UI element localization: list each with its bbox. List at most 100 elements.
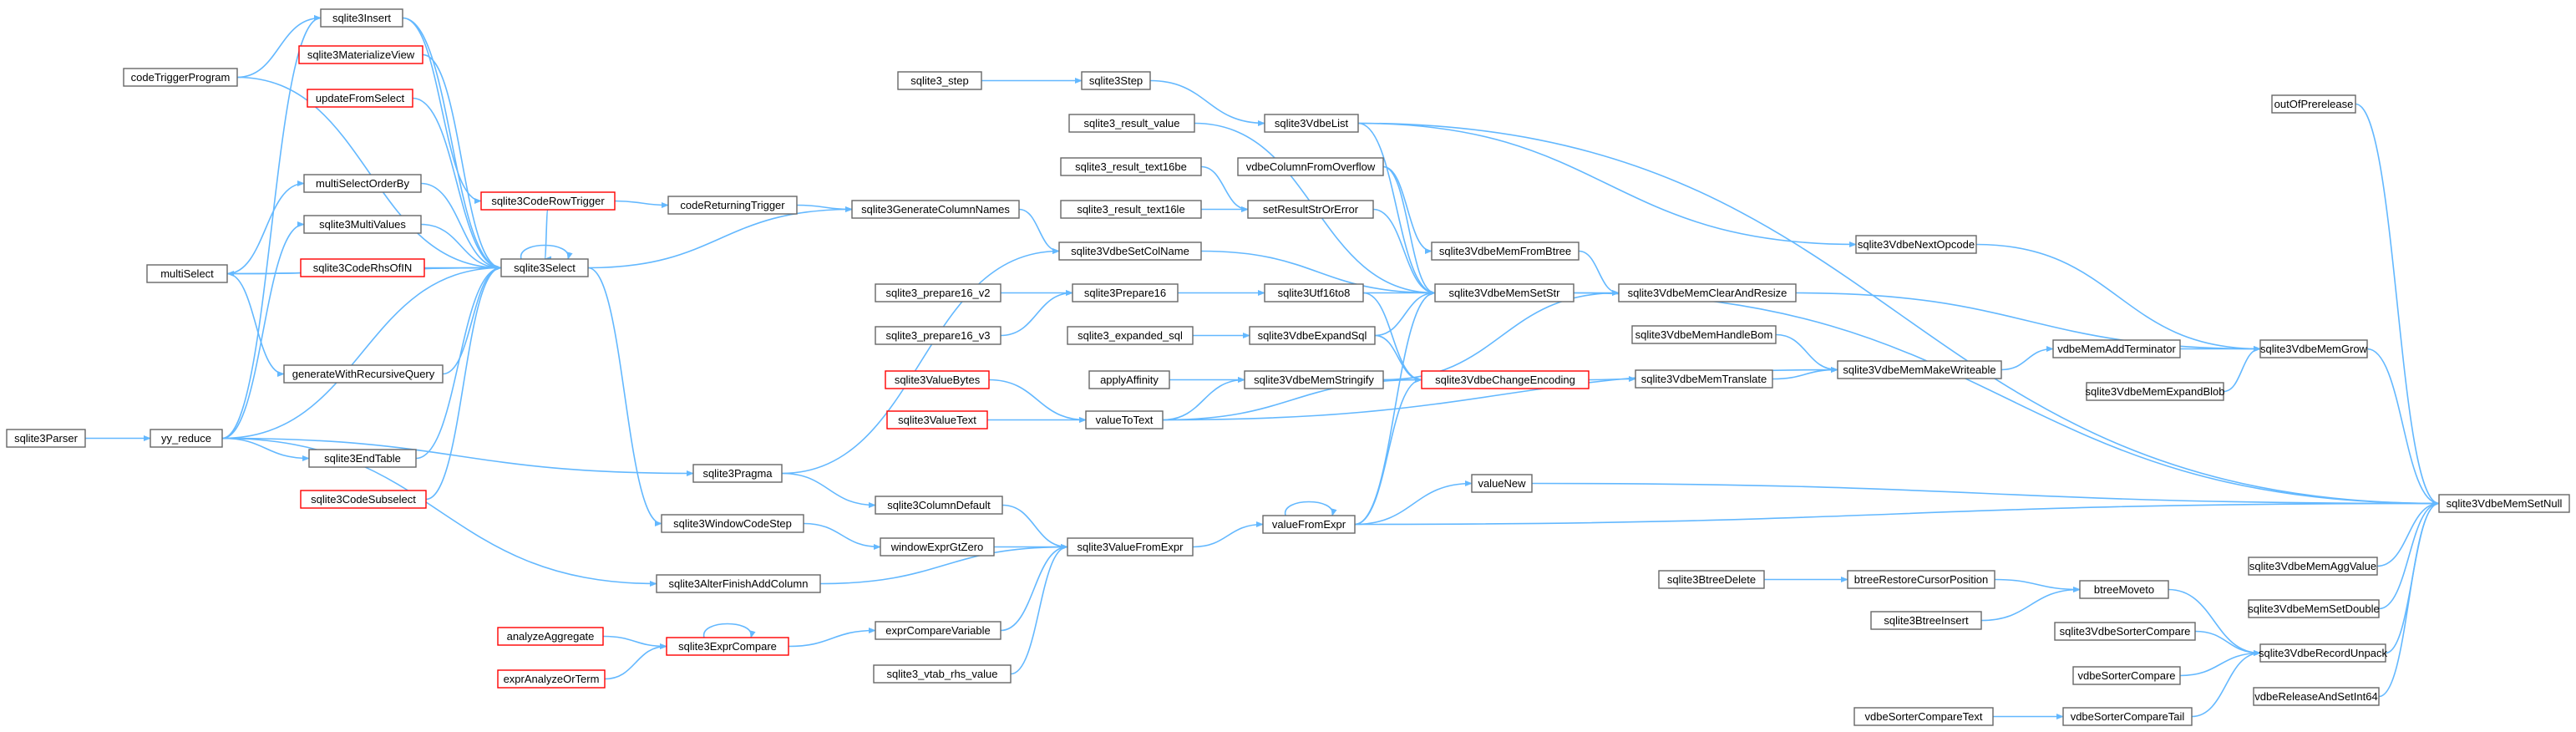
- node-box[interactable]: [1855, 235, 1977, 254]
- node-box[interactable]: [283, 364, 444, 384]
- node-sqlite3VdbeChangeEncoding[interactable]: sqlite3VdbeChangeEncoding: [1421, 370, 1590, 389]
- node-box[interactable]: [298, 45, 423, 64]
- node-box[interactable]: [1635, 369, 1773, 389]
- node-analyzeAggregate[interactable]: analyzeAggregate: [497, 627, 604, 646]
- node-multiSelectOrderBy[interactable]: multiSelectOrderBy: [303, 174, 422, 193]
- node-sqlite3CodeSubselect[interactable]: sqlite3CodeSubselect: [300, 490, 427, 509]
- node-vdbeColumnFromOverflow[interactable]: vdbeColumnFromOverflow: [1237, 157, 1384, 176]
- node-box[interactable]: [480, 191, 616, 211]
- node-sqlite3EndTable[interactable]: sqlite3EndTable: [308, 449, 417, 468]
- node-box[interactable]: [1870, 611, 1982, 630]
- node-box[interactable]: [1658, 570, 1765, 589]
- node-box[interactable]: [1072, 283, 1179, 302]
- node-box[interactable]: [123, 68, 238, 87]
- node-btreeRestoreCursorPosition[interactable]: btreeRestoreCursorPosition: [1847, 570, 1995, 589]
- node-sqlite3Insert[interactable]: sqlite3Insert: [320, 8, 403, 28]
- node-sqlite3_result_text16le[interactable]: sqlite3_result_text16le: [1060, 200, 1202, 219]
- node-sqlite3CodeRowTrigger[interactable]: sqlite3CodeRowTrigger: [480, 191, 616, 211]
- node-box[interactable]: [1264, 283, 1364, 302]
- node-sqlite3_result_text16be[interactable]: sqlite3_result_text16be: [1060, 157, 1202, 176]
- node-box[interactable]: [1247, 200, 1374, 219]
- node-sqlite3Select[interactable]: sqlite3Select: [500, 258, 589, 277]
- node-box[interactable]: [2072, 666, 2181, 685]
- node-valueToText[interactable]: valueToText: [1085, 410, 1164, 430]
- node-box[interactable]: [2259, 643, 2386, 663]
- node-box[interactable]: [1081, 71, 1151, 90]
- node-sqlite3Utf16to8[interactable]: sqlite3Utf16to8: [1264, 283, 1364, 302]
- node-box[interactable]: [320, 8, 403, 28]
- node-vdbeSorterCompareTail[interactable]: vdbeSorterCompareTail: [2062, 707, 2193, 726]
- node-box[interactable]: [300, 490, 427, 509]
- node-box[interactable]: [885, 370, 990, 389]
- node-box[interactable]: [1837, 360, 2002, 379]
- node-valueFromExpr[interactable]: valueFromExpr: [1262, 515, 1356, 534]
- node-sqlite3ValueFromExpr[interactable]: sqlite3ValueFromExpr: [1067, 537, 1194, 557]
- node-sqlite3_step[interactable]: sqlite3_step: [897, 71, 982, 90]
- node-box[interactable]: [1847, 570, 1995, 589]
- node-box[interactable]: [2086, 382, 2224, 401]
- node-box[interactable]: [875, 496, 1003, 515]
- node-btreeMoveto[interactable]: btreeMoveto: [2079, 580, 2169, 599]
- node-box[interactable]: [886, 410, 988, 430]
- node-sqlite3VdbeMemSetNull[interactable]: sqlite3VdbeMemSetNull: [2438, 494, 2570, 513]
- node-box[interactable]: [692, 464, 783, 483]
- node-sqlite3VdbeMemFromBtree[interactable]: sqlite3VdbeMemFromBtree: [1431, 241, 1580, 261]
- node-setResultStrOrError[interactable]: setResultStrOrError: [1247, 200, 1374, 219]
- node-box[interactable]: [303, 215, 422, 234]
- node-box[interactable]: [1060, 200, 1202, 219]
- node-updateFromSelect[interactable]: updateFromSelect: [307, 89, 413, 108]
- node-sqlite3Prepare16[interactable]: sqlite3Prepare16: [1072, 283, 1179, 302]
- node-box[interactable]: [1060, 157, 1202, 176]
- node-box[interactable]: [2062, 707, 2193, 726]
- node-outOfPrerelease[interactable]: outOfPrerelease: [2271, 94, 2356, 114]
- node-box[interactable]: [661, 514, 804, 533]
- node-valueNew[interactable]: valueNew: [1471, 474, 1533, 493]
- node-sqlite3MaterializeView[interactable]: sqlite3MaterializeView: [298, 45, 423, 64]
- node-box[interactable]: [851, 200, 1020, 219]
- node-sqlite3GenerateColumnNames[interactable]: sqlite3GenerateColumnNames: [851, 200, 1020, 219]
- node-vdbeSorterCompare[interactable]: vdbeSorterCompare: [2072, 666, 2181, 685]
- node-sqlite3VdbeMemTranslate[interactable]: sqlite3VdbeMemTranslate: [1635, 369, 1773, 389]
- node-sqlite3ValueText[interactable]: sqlite3ValueText: [886, 410, 988, 430]
- node-box[interactable]: [6, 429, 86, 448]
- node-box[interactable]: [1237, 157, 1384, 176]
- node-sqlite3VdbeSorterCompare[interactable]: sqlite3VdbeSorterCompare: [2054, 622, 2196, 641]
- node-box[interactable]: [897, 71, 982, 90]
- node-box[interactable]: [300, 258, 425, 277]
- node-sqlite3MultiValues[interactable]: sqlite3MultiValues: [303, 215, 422, 234]
- node-sqlite3_prepare16_v3[interactable]: sqlite3_prepare16_v3: [875, 326, 1001, 345]
- node-box[interactable]: [500, 258, 589, 277]
- node-box[interactable]: [2054, 622, 2196, 641]
- node-windowExprGtZero[interactable]: windowExprGtZero: [880, 537, 995, 557]
- node-vdbeMemAddTerminator[interactable]: vdbeMemAddTerminator: [2052, 339, 2181, 358]
- node-codeReturningTrigger[interactable]: codeReturningTrigger: [667, 196, 798, 215]
- node-sqlite3VdbeList[interactable]: sqlite3VdbeList: [1264, 114, 1359, 133]
- node-box[interactable]: [1471, 474, 1533, 493]
- node-sqlite3CodeRhsOfIN[interactable]: sqlite3CodeRhsOfIN: [300, 258, 425, 277]
- node-sqlite3_vtab_rhs_value[interactable]: sqlite3_vtab_rhs_value: [873, 664, 1012, 684]
- node-box[interactable]: [875, 621, 1001, 640]
- node-box[interactable]: [497, 627, 604, 646]
- node-box[interactable]: [2079, 580, 2169, 599]
- node-box[interactable]: [1421, 370, 1590, 389]
- node-sqlite3ValueBytes[interactable]: sqlite3ValueBytes: [885, 370, 990, 389]
- node-sqlite3VdbeMemClearAndResize[interactable]: sqlite3VdbeMemClearAndResize: [1618, 283, 1797, 302]
- node-sqlite3BtreeDelete[interactable]: sqlite3BtreeDelete: [1658, 570, 1765, 589]
- node-sqlite3WindowCodeStep[interactable]: sqlite3WindowCodeStep: [661, 514, 804, 533]
- node-codeTriggerProgram[interactable]: codeTriggerProgram: [123, 68, 238, 87]
- node-sqlite3AlterFinishAddColumn[interactable]: sqlite3AlterFinishAddColumn: [656, 574, 821, 593]
- node-sqlite3_result_value[interactable]: sqlite3_result_value: [1068, 114, 1195, 133]
- node-box[interactable]: [1262, 515, 1356, 534]
- node-sqlite3VdbeNextOpcode[interactable]: sqlite3VdbeNextOpcode: [1855, 235, 1977, 254]
- node-sqlite3VdbeMemSetStr[interactable]: sqlite3VdbeMemSetStr: [1434, 283, 1575, 302]
- node-box[interactable]: [497, 669, 606, 689]
- node-sqlite3VdbeExpandSql[interactable]: sqlite3VdbeExpandSql: [1249, 326, 1376, 345]
- node-box[interactable]: [1264, 114, 1359, 133]
- node-box[interactable]: [667, 196, 798, 215]
- node-box[interactable]: [307, 89, 413, 108]
- node-box[interactable]: [1631, 325, 1777, 344]
- node-sqlite3Parser[interactable]: sqlite3Parser: [6, 429, 86, 448]
- node-box[interactable]: [150, 429, 223, 448]
- node-box[interactable]: [880, 537, 995, 557]
- node-sqlite3VdbeRecordUnpack[interactable]: sqlite3VdbeRecordUnpack: [2259, 643, 2387, 663]
